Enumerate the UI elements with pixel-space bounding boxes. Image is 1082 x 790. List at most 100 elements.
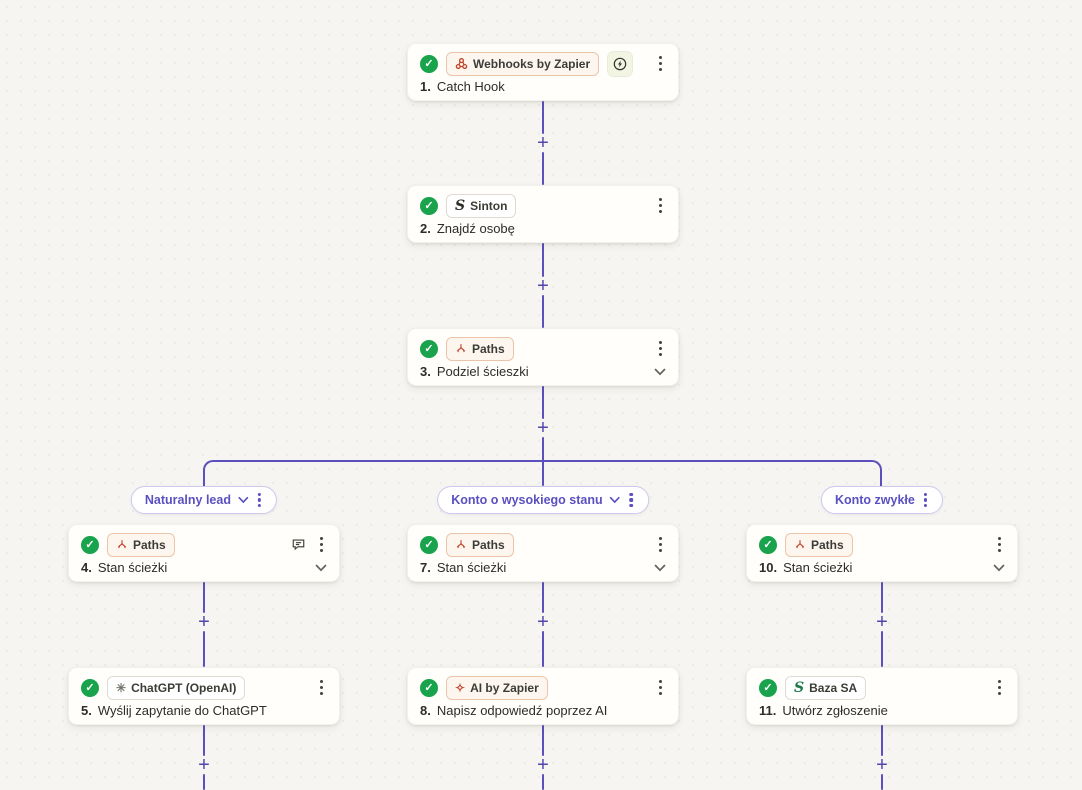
app-badge-label: Sinton (470, 198, 508, 213)
add-step-button[interactable]: + (537, 417, 549, 439)
connector-line (203, 631, 205, 667)
status-success-icon: ✓ (420, 678, 438, 697)
connector-line (542, 295, 544, 328)
branch-label-text: Konto zwykłe (834, 493, 915, 507)
openai-logo-icon: ✳ (116, 680, 127, 695)
step-title: Stan ścieżki (97, 560, 168, 575)
add-step-button[interactable]: + (537, 132, 549, 154)
ai-sparkle-icon: ✧ (455, 680, 466, 695)
baza-sa-logo-icon: S (794, 679, 805, 696)
branch-label-naturalny-lead[interactable]: Naturalny lead (130, 486, 278, 514)
step-number: 10. (759, 560, 778, 575)
lightning-circle-icon (613, 57, 627, 70)
step-title: Catch Hook (436, 79, 505, 94)
step-number: 1. (420, 79, 431, 94)
app-badge-label: AI by Zapier (470, 680, 539, 695)
step-node-1-catch-hook[interactable]: ✓ Webhooks by Zapier 1. Catch Hook (407, 43, 679, 101)
app-badge-label: ChatGPT (OpenAI) (131, 680, 237, 695)
kebab-menu-button[interactable] (256, 491, 263, 510)
app-badge-chatgpt[interactable]: ✳ ChatGPT (OpenAI) (107, 675, 246, 700)
chevron-down-icon[interactable] (238, 496, 249, 504)
add-step-button[interactable]: + (537, 611, 549, 633)
connector-line (881, 725, 883, 756)
expand-chevron-icon[interactable] (993, 564, 1005, 572)
kebab-menu-button[interactable] (655, 534, 666, 555)
app-badge-sinton[interactable]: S Sinton (446, 193, 517, 218)
kebab-menu-button[interactable] (316, 677, 327, 698)
connector-line (881, 774, 883, 790)
webhooks-icon (455, 58, 468, 70)
connector-line (542, 386, 544, 419)
paths-icon (117, 539, 127, 548)
step-title: Utwórz zgłoszenie (782, 703, 888, 718)
kebab-menu-button[interactable] (994, 677, 1005, 698)
connector-line (542, 774, 544, 790)
app-badge-label: Paths (133, 537, 166, 552)
add-step-button[interactable]: + (537, 754, 549, 776)
step-node-8-ai-by-zapier[interactable]: ✓ ✧ AI by Zapier 8. Napisz odpowiedź pop… (407, 667, 679, 725)
kebab-menu-button[interactable] (655, 338, 666, 359)
status-success-icon: ✓ (420, 535, 438, 554)
app-badge-paths[interactable]: Paths (446, 532, 514, 557)
add-step-button[interactable]: + (198, 611, 210, 633)
connector-line (881, 631, 883, 667)
add-step-button[interactable]: + (876, 611, 888, 633)
connector-line (542, 582, 544, 613)
chevron-down-icon[interactable] (610, 496, 621, 504)
branch-label-konto-wysokiego-stanu[interactable]: Konto o wysokiego stanu (437, 486, 649, 514)
connector-line (881, 582, 883, 613)
app-badge-baza-sa[interactable]: S Baza SA (785, 675, 867, 700)
paths-icon (456, 539, 466, 548)
step-title: Napisz odpowiedź poprzez AI (436, 703, 608, 718)
step-node-4-stan-sciezki[interactable]: ✓ Paths 4. Stan ścieżki (68, 524, 340, 582)
expand-chevron-icon[interactable] (654, 368, 666, 376)
connector-line (542, 101, 544, 134)
app-badge-webhooks[interactable]: Webhooks by Zapier (446, 51, 600, 76)
expand-chevron-icon[interactable] (654, 564, 666, 572)
app-badge-label: Paths (811, 537, 844, 552)
add-step-button[interactable]: + (876, 754, 888, 776)
kebab-menu-button[interactable] (655, 53, 666, 74)
kebab-menu-button[interactable] (922, 491, 929, 510)
step-title: Wyślij zapytanie do ChatGPT (97, 703, 267, 718)
step-node-5-chatgpt[interactable]: ✓ ✳ ChatGPT (OpenAI) 5. Wyślij zapytanie… (68, 667, 340, 725)
step-node-2-znajdz-osobe[interactable]: ✓ S Sinton 2. Znajdź osobę (407, 185, 679, 243)
status-success-icon: ✓ (759, 678, 777, 697)
expand-chevron-icon[interactable] (315, 564, 327, 572)
app-badge-ai-by-zapier[interactable]: ✧ AI by Zapier (446, 675, 548, 700)
kebab-menu-button[interactable] (994, 534, 1005, 555)
status-success-icon: ✓ (759, 535, 777, 554)
app-badge-paths[interactable]: Paths (785, 532, 853, 557)
instant-trigger-icon[interactable] (607, 50, 634, 77)
kebab-menu-button[interactable] (316, 534, 327, 555)
kebab-menu-button[interactable] (655, 677, 666, 698)
app-badge-paths[interactable]: Paths (107, 532, 175, 557)
branch-label-text: Konto o wysokiego stanu (451, 493, 603, 507)
app-badge-label: Webhooks by Zapier (473, 56, 591, 71)
kebab-menu-button[interactable] (655, 195, 666, 216)
connector-line (203, 774, 205, 790)
step-node-10-stan-sciezki[interactable]: ✓ Paths 10. Stan ścieżki (746, 524, 1018, 582)
step-number: 4. (81, 560, 92, 575)
step-title: Podziel ścieszki (436, 364, 529, 379)
paths-icon (456, 343, 466, 352)
status-success-icon: ✓ (81, 535, 99, 554)
step-number: 3. (420, 364, 431, 379)
status-success-icon: ✓ (81, 678, 99, 697)
step-node-7-stan-sciezki[interactable]: ✓ Paths 7. Stan ścieżki (407, 524, 679, 582)
connector-line (542, 631, 544, 667)
note-comment-icon[interactable] (291, 537, 306, 552)
step-number: 7. (420, 560, 431, 575)
step-title: Znajdź osobę (436, 221, 515, 236)
app-badge-paths[interactable]: Paths (446, 336, 514, 361)
step-number: 2. (420, 221, 431, 236)
step-node-11-baza-sa[interactable]: ✓ S Baza SA 11. Utwórz zgłoszenie (746, 667, 1018, 725)
step-node-3-podziel-sciezki[interactable]: ✓ Paths 3. Podziel ścieszki (407, 328, 679, 386)
branch-split-line (203, 460, 882, 486)
add-step-button[interactable]: + (198, 754, 210, 776)
step-number: 5. (81, 703, 92, 718)
kebab-menu-button[interactable] (628, 491, 635, 510)
connector-line (203, 582, 205, 613)
add-step-button[interactable]: + (537, 275, 549, 297)
branch-label-konto-zwykle[interactable]: Konto zwykłe (820, 486, 944, 514)
